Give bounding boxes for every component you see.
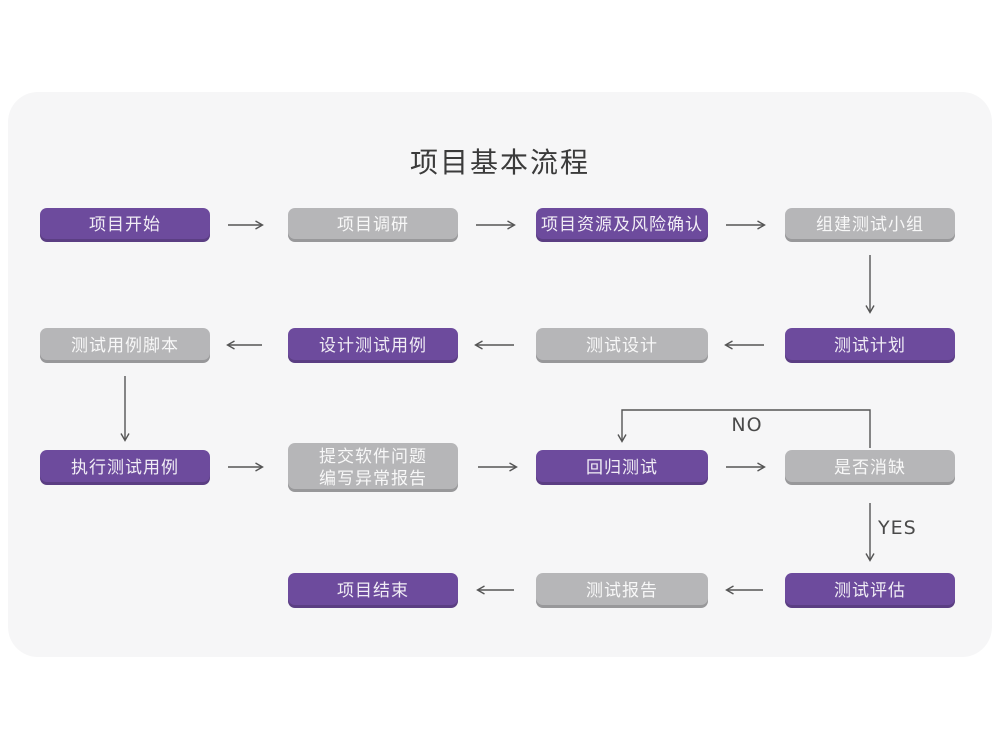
flowchart-card [8, 92, 992, 657]
node-test-design: 测试设计 [536, 328, 708, 363]
node-build-test-team: 组建测试小组 [785, 208, 955, 242]
node-test-report: 测试报告 [536, 573, 708, 608]
node-submit-issues-write-report: 提交软件问题 编写异常报告 [288, 443, 458, 492]
branch-label-yes: YES [878, 517, 917, 539]
node-test-evaluation: 测试评估 [785, 573, 955, 608]
page-title: 项目基本流程 [409, 146, 590, 179]
node-project-research: 项目调研 [288, 208, 458, 242]
node-defect-cleared: 是否消缺 [785, 450, 955, 485]
node-resources-and-risk: 项目资源及风险确认 [536, 208, 708, 242]
node-execute-test-cases: 执行测试用例 [40, 450, 210, 485]
node-test-case-scripts: 测试用例脚本 [40, 328, 210, 363]
node-project-start: 项目开始 [40, 208, 210, 242]
node-project-end: 项目结束 [288, 573, 458, 608]
node-design-test-cases: 设计测试用例 [288, 328, 458, 363]
node-test-plan: 测试计划 [785, 328, 955, 363]
branch-label-no: NO [731, 414, 763, 436]
node-regression-test: 回归测试 [536, 450, 708, 485]
